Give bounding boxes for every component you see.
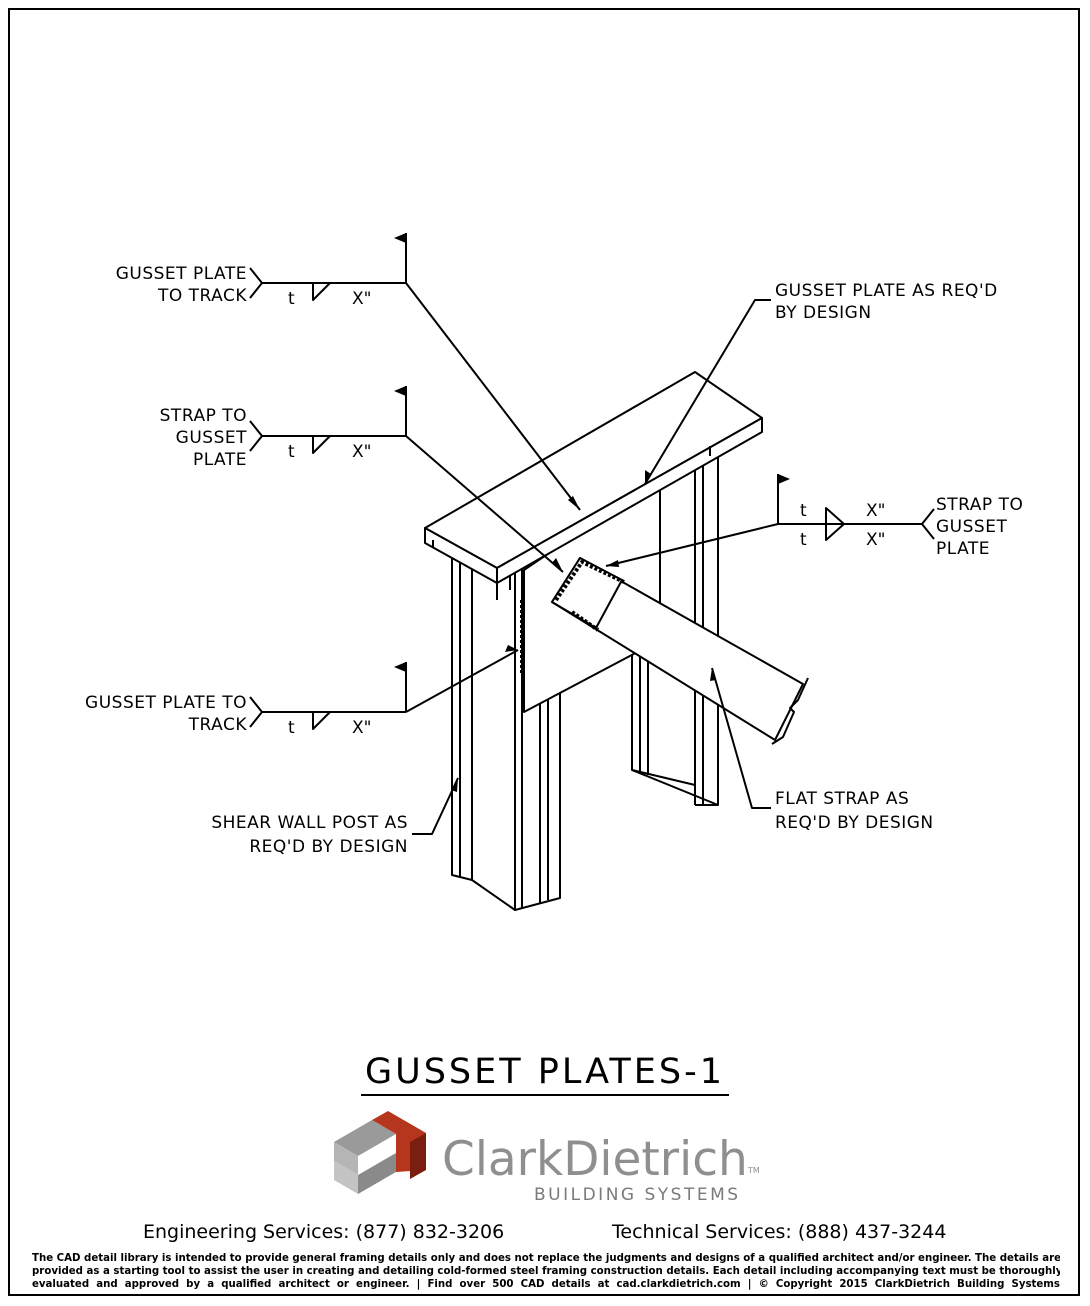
flag-icon xyxy=(394,386,406,396)
arrowhead-icon xyxy=(645,470,651,484)
arrowhead-icon xyxy=(451,778,458,792)
callout-gusset-as-reqd: GUSSET PLATE AS REQ'D BY DESIGN xyxy=(775,281,998,323)
svg-text:X": X" xyxy=(352,718,371,738)
svg-text:t: t xyxy=(288,718,295,738)
brand-name: ClarkDietrich xyxy=(442,1132,748,1187)
weld-text: t X" t X" t X" t t X" X" xyxy=(288,289,885,738)
callout-gusset-to-track-bottom: GUSSET PLATE TO TRACK xyxy=(85,693,247,735)
weld-symbols xyxy=(312,282,845,730)
arrowhead-icon xyxy=(568,496,580,510)
svg-text:X": X" xyxy=(352,442,371,462)
svg-text:SHEAR WALL POST AS: SHEAR WALL POST AS xyxy=(211,813,408,833)
svg-text:PLATE: PLATE xyxy=(936,539,990,559)
clarkdietrich-logo-icon xyxy=(334,1111,426,1194)
svg-text:GUSSET: GUSSET xyxy=(936,517,1007,537)
svg-text:STRAP TO: STRAP TO xyxy=(936,495,1023,515)
flag-icon xyxy=(394,662,406,672)
disclaimer-line: The CAD detail library is intended to pr… xyxy=(32,1253,1060,1264)
callout-strap-to-gusset-right: STRAP TO GUSSET PLATE xyxy=(936,495,1023,559)
disclaimer-line: provided as a starting tool to assist th… xyxy=(32,1266,1060,1277)
svg-text:X": X" xyxy=(866,501,885,521)
arrowhead-icon xyxy=(710,668,716,681)
svg-text:FLAT STRAP AS: FLAT STRAP AS xyxy=(775,789,909,809)
svg-text:t: t xyxy=(800,501,807,521)
callout-flat-strap: FLAT STRAP AS REQ'D BY DESIGN xyxy=(775,789,934,833)
svg-text:GUSSET PLATE AS REQ'D: GUSSET PLATE AS REQ'D xyxy=(775,281,998,301)
callout-gusset-to-track-top: GUSSET PLATE TO TRACK xyxy=(116,264,247,306)
technical-services: Technical Services: (888) 437-3244 xyxy=(612,1221,947,1243)
flag-icon xyxy=(778,474,790,484)
disclaimer-line: evaluated and approved by a qualified ar… xyxy=(32,1279,1060,1290)
detail-title: GUSSET PLATES-1 xyxy=(0,1052,1090,1096)
svg-text:X": X" xyxy=(352,289,371,309)
svg-text:GUSSET PLATE TO: GUSSET PLATE TO xyxy=(85,693,247,713)
svg-text:REQ'D BY DESIGN: REQ'D BY DESIGN xyxy=(249,837,408,857)
arrowhead-icon xyxy=(552,558,563,572)
callout-strap-to-gusset-left: STRAP TO GUSSET PLATE xyxy=(160,406,247,470)
flat-strap xyxy=(551,557,809,745)
svg-text:PLATE: PLATE xyxy=(193,450,247,470)
engineering-services: Engineering Services: (877) 832-3206 xyxy=(143,1221,505,1243)
svg-text:X": X" xyxy=(866,530,885,550)
drawing-border xyxy=(8,8,1080,1296)
svg-text:BY DESIGN: BY DESIGN xyxy=(775,303,872,323)
arrowhead-icon xyxy=(505,645,518,652)
svg-text:TO TRACK: TO TRACK xyxy=(157,286,247,306)
flag-icon xyxy=(394,233,406,243)
svg-text:TRACK: TRACK xyxy=(188,715,248,735)
svg-text:STRAP TO: STRAP TO xyxy=(160,406,247,426)
svg-text:GUSSET: GUSSET xyxy=(176,428,247,448)
top-track xyxy=(424,371,763,600)
brand-trademark: TM xyxy=(748,1166,760,1175)
callout-shear-wall-post: SHEAR WALL POST AS REQ'D BY DESIGN xyxy=(211,813,408,857)
svg-text:GUSSET PLATE: GUSSET PLATE xyxy=(116,264,247,284)
svg-text:t: t xyxy=(800,530,807,550)
svg-text:REQ'D BY DESIGN: REQ'D BY DESIGN xyxy=(775,813,934,833)
svg-text:t: t xyxy=(288,442,295,462)
arrowhead-icon xyxy=(606,560,619,567)
svg-text:t: t xyxy=(288,289,295,309)
disclaimer: The CAD detail library is intended to pr… xyxy=(32,1252,1060,1291)
leaders xyxy=(249,233,935,835)
brand-tagline: BUILDING SYSTEMS xyxy=(534,1185,741,1205)
